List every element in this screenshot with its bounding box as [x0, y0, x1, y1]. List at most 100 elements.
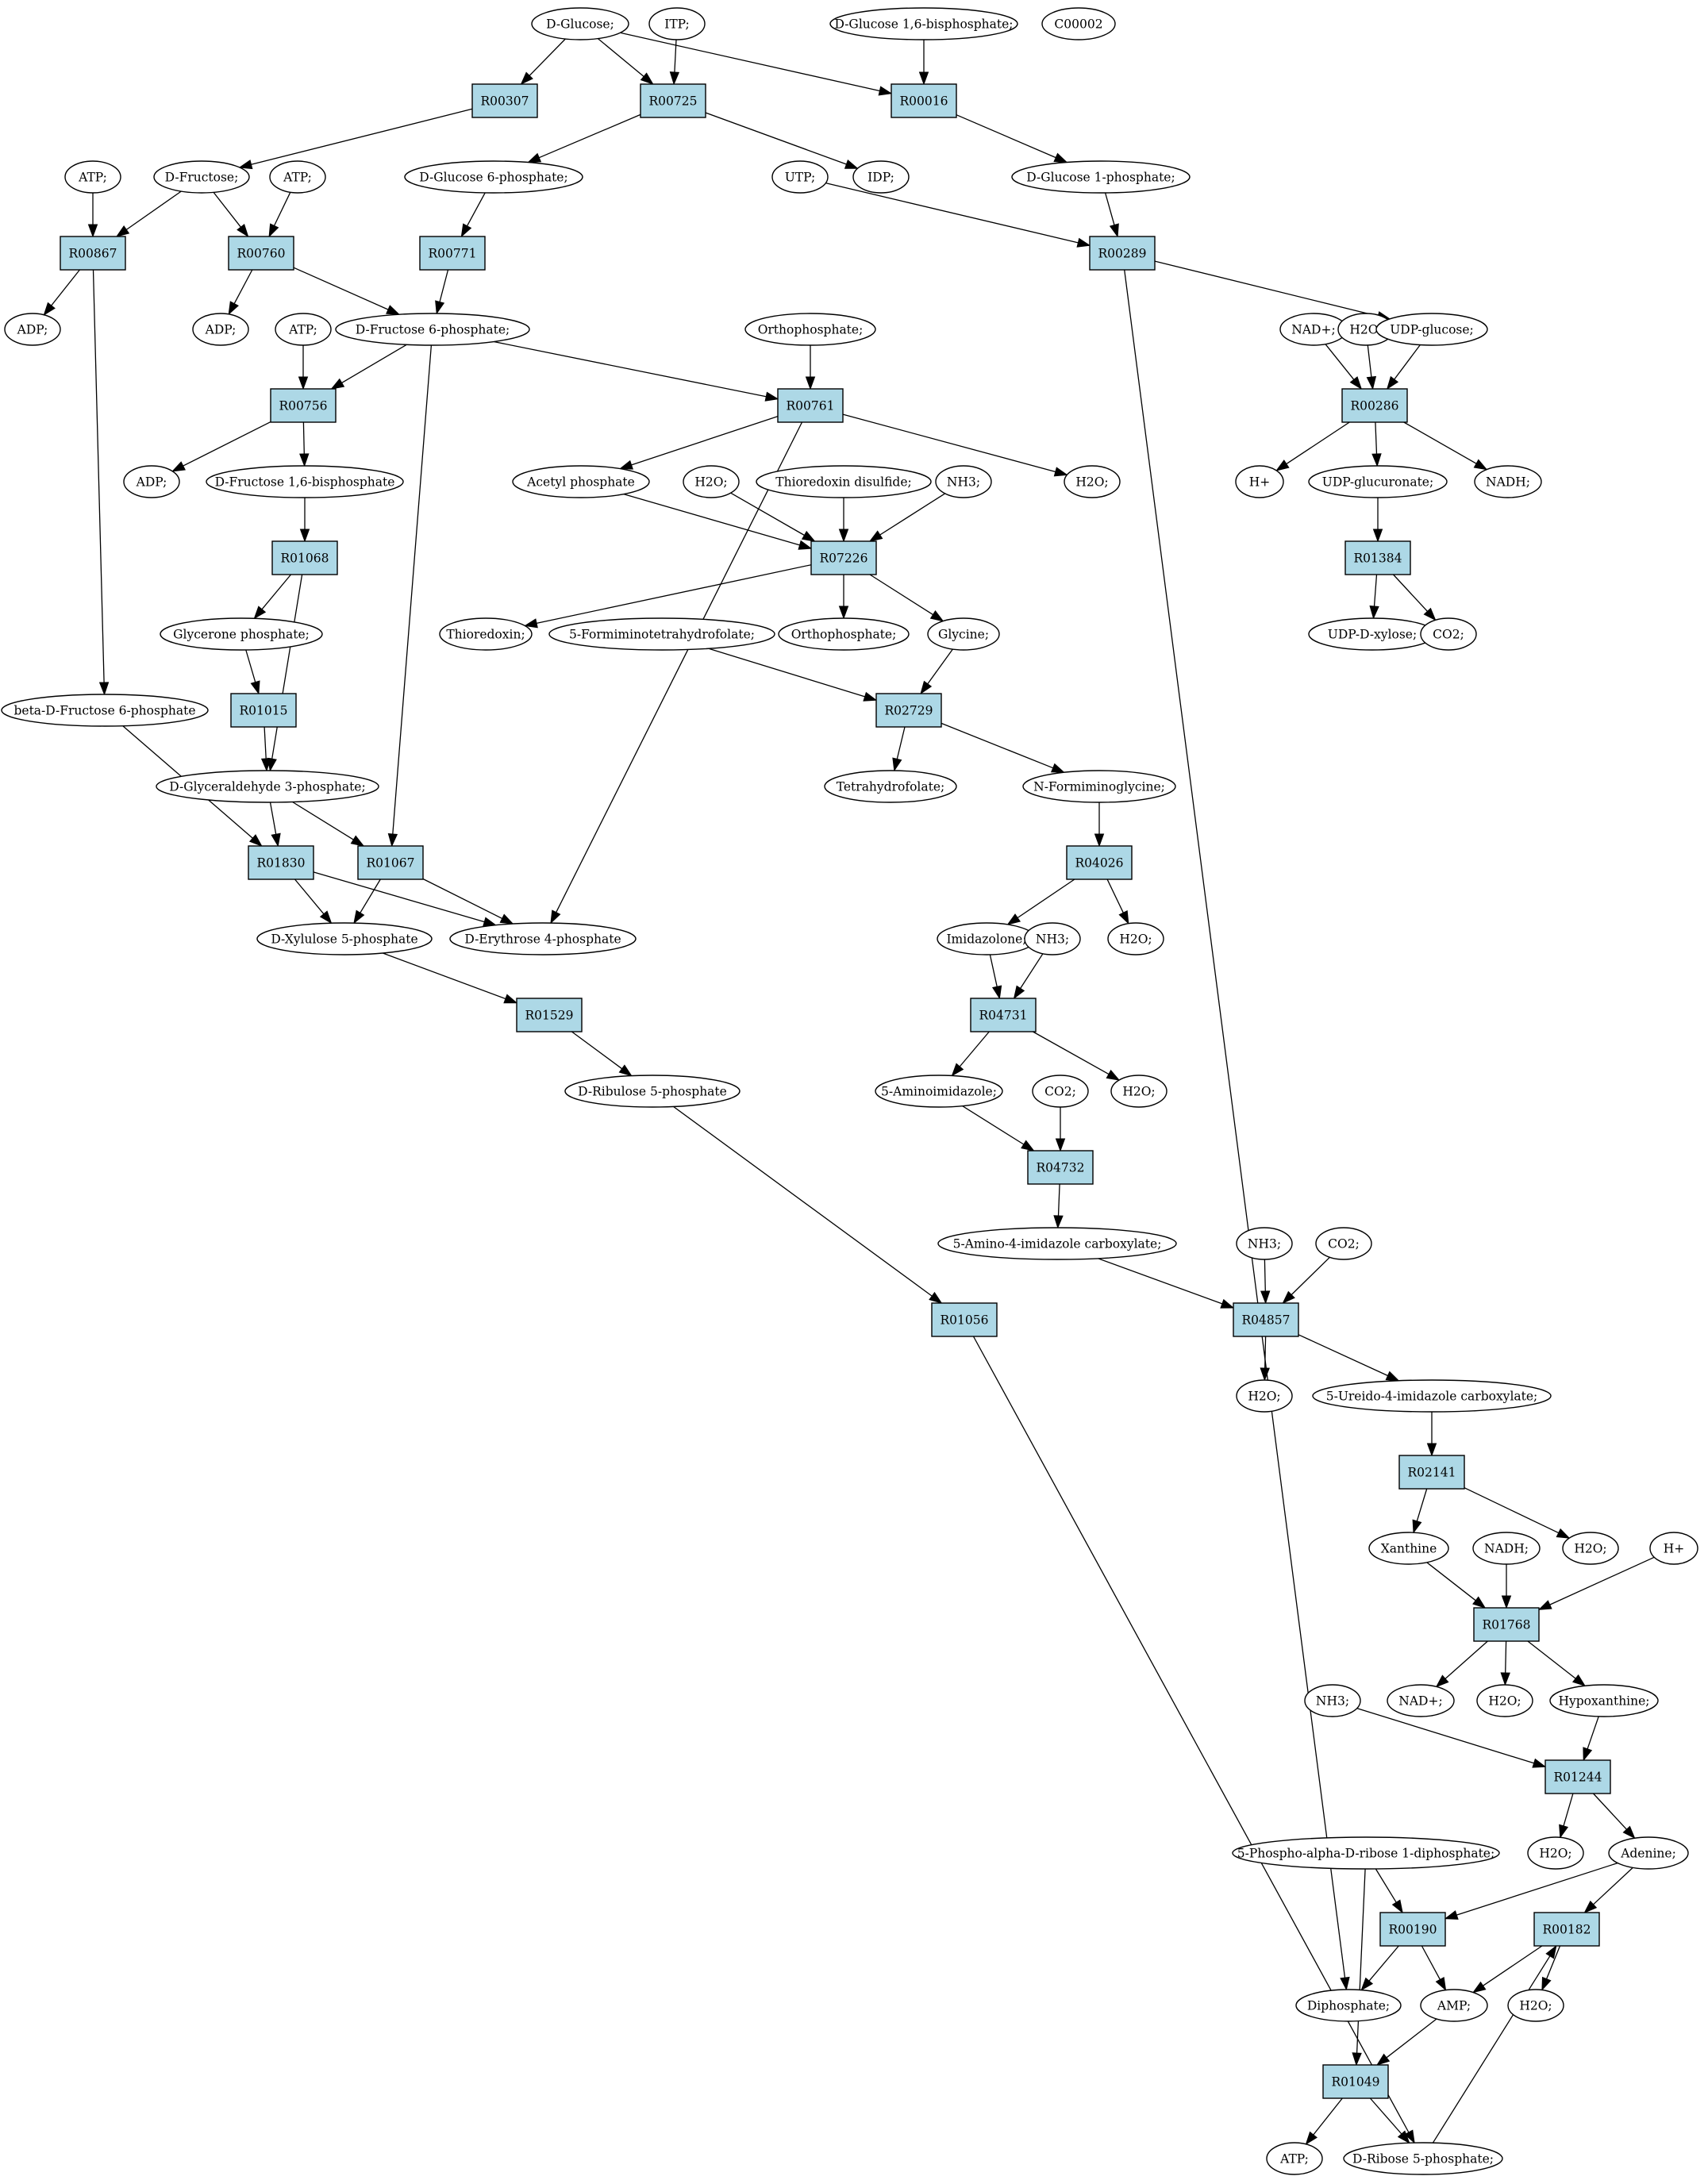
metabolite-node-utp[interactable]: UTP;	[771, 160, 829, 194]
reaction-node-r01049[interactable]: R01049	[1322, 2064, 1389, 2099]
metabolite-node-h2o9[interactable]: H2O;	[1527, 1836, 1584, 1870]
reaction-node-r00867[interactable]: R00867	[60, 236, 126, 271]
metabolite-node-trxss[interactable]: Thioredoxin disulfide;	[756, 465, 932, 498]
reaction-node-r00289[interactable]: R00289	[1089, 236, 1156, 271]
metabolite-node-amp[interactable]: AMP;	[1420, 1989, 1488, 2022]
metabolite-node-atp2[interactable]: ATP;	[269, 160, 326, 194]
reaction-node-r01830[interactable]: R01830	[248, 845, 314, 880]
metabolite-node-adp3[interactable]: ADP;	[123, 465, 180, 498]
reaction-node-r04026[interactable]: R04026	[1066, 845, 1133, 880]
reaction-node-r00725[interactable]: R00725	[640, 83, 706, 118]
metabolite-node-nad2[interactable]: NAD+;	[1387, 1684, 1455, 1717]
metabolite-node-udpglc-a[interactable]: UDP-glucuronate;	[1308, 465, 1448, 498]
metabolite-node-bf6p[interactable]: beta-D-Fructose 6-phosphate	[1, 694, 209, 727]
metabolite-node-udpxyl[interactable]: UDP-D-xylose;	[1308, 617, 1437, 651]
metabolite-node-atp4[interactable]: ATP;	[1266, 2142, 1323, 2175]
reaction-node-r00286[interactable]: R00286	[1341, 388, 1408, 423]
reaction-node-r00190[interactable]: R00190	[1379, 1912, 1446, 1947]
metabolite-node-acetylp[interactable]: Acetyl phosphate	[512, 465, 650, 498]
metabolite-node-fructose[interactable]: D-Fructose;	[153, 160, 250, 194]
metabolite-node-nh3-2[interactable]: NH3;	[1024, 922, 1081, 955]
metabolite-node-hplus1[interactable]: H+	[1235, 465, 1284, 498]
metabolite-node-adenine[interactable]: Adenine;	[1608, 1836, 1689, 1870]
reaction-node-r01384[interactable]: R01384	[1344, 540, 1411, 575]
metabolite-node-ru5p[interactable]: D-Ribulose 5-phosphate	[564, 1075, 741, 1108]
reaction-node-r07226[interactable]: R07226	[810, 540, 877, 575]
reaction-node-r00756[interactable]: R00756	[270, 388, 337, 423]
reaction-node-r02141[interactable]: R02141	[1398, 1455, 1465, 1490]
metabolite-node-xanthine[interactable]: Xanthine	[1368, 1532, 1449, 1565]
metabolite-node-hypox[interactable]: Hypoxanthine;	[1549, 1684, 1659, 1717]
reaction-node-r01015[interactable]: R01015	[230, 693, 297, 728]
reaction-node-r00016[interactable]: R00016	[891, 83, 957, 118]
metabolite-node-g16bp[interactable]: D-Glucose 1,6-bisphosphate;	[829, 7, 1018, 40]
metabolite-node-nadh1[interactable]: NADH;	[1474, 465, 1542, 498]
metabolite-node-nh3-3[interactable]: NH3;	[1236, 1227, 1293, 1260]
metabolite-node-g1p[interactable]: D-Glucose 1-phosphate;	[1011, 160, 1191, 194]
metabolite-node-uic[interactable]: 5-Ureido-4-imidazole carboxylate;	[1312, 1379, 1552, 1413]
reaction-node-r00771[interactable]: R00771	[419, 236, 486, 271]
metabolite-node-f6p[interactable]: D-Fructose 6-phosphate;	[335, 313, 530, 346]
metabolite-node-aic[interactable]: 5-Amino-4-imidazole carboxylate;	[937, 1227, 1177, 1260]
reaction-node-r04732[interactable]: R04732	[1027, 1150, 1094, 1185]
metabolite-node-diphos[interactable]: Diphosphate;	[1295, 1989, 1402, 2022]
metabolite-node-glucose[interactable]: D-Glucose;	[531, 7, 629, 40]
metabolite-node-fiminogly[interactable]: N-Formiminoglycine;	[1022, 770, 1176, 803]
metabolite-node-h2o2[interactable]: H2O;	[683, 465, 740, 498]
metabolite-node-thf[interactable]: Tetrahydrofolate;	[824, 770, 957, 803]
reaction-node-r01067[interactable]: R01067	[357, 845, 424, 880]
metabolite-node-nad[interactable]: NAD+;	[1279, 313, 1348, 346]
metabolite-node-atp1[interactable]: ATP;	[64, 160, 121, 194]
metabolite-node-nh3-1[interactable]: NH3;	[935, 465, 992, 498]
metabolite-node-h2o4[interactable]: H2O;	[1107, 922, 1164, 955]
metabolite-node-h2o1[interactable]: H2O;	[1337, 313, 1394, 346]
metabolite-node-co2-3[interactable]: CO2;	[1315, 1227, 1372, 1260]
metabolite-node-itp[interactable]: ITP;	[648, 7, 706, 40]
reaction-node-r04731[interactable]: R04731	[970, 998, 1037, 1032]
metabolite-node-h2o8[interactable]: H2O;	[1476, 1684, 1533, 1717]
metabolite-node-nadh2[interactable]: NADH;	[1472, 1532, 1541, 1565]
metabolite-node-h2o3[interactable]: H2O;	[1064, 465, 1121, 498]
metabolite-node-hplus2[interactable]: H+	[1649, 1532, 1698, 1565]
metabolite-node-e4p[interactable]: D-Erythrose 4-phosphate	[449, 922, 637, 955]
reaction-node-r01768[interactable]: R01768	[1473, 1607, 1540, 1642]
metabolite-node-xu5p[interactable]: D-Xylulose 5-phosphate	[256, 922, 433, 955]
reaction-node-r00182[interactable]: R00182	[1533, 1912, 1600, 1947]
edge-c-imidazolone-to-r-r04731	[989, 954, 1002, 1000]
metabolite-node-g6p[interactable]: D-Glucose 6-phosphate;	[404, 160, 583, 194]
metabolite-node-nh3-4[interactable]: NH3;	[1304, 1684, 1361, 1717]
metabolite-node-co2-2[interactable]: CO2;	[1032, 1075, 1089, 1108]
metabolite-node-h2o7[interactable]: H2O;	[1562, 1532, 1619, 1565]
reaction-node-r01068[interactable]: R01068	[271, 540, 338, 575]
reaction-node-r02729[interactable]: R02729	[875, 693, 942, 728]
metabolite-node-ortho1[interactable]: Orthophosphate;	[744, 313, 876, 346]
reaction-node-r00307[interactable]: R00307	[471, 83, 538, 118]
metabolite-node-h2o10[interactable]: H2O;	[1507, 1989, 1564, 2022]
metabolite-node-glycine[interactable]: Glycine;	[927, 617, 1000, 651]
reaction-node-r00761[interactable]: R00761	[777, 388, 844, 423]
metabolite-node-ortho2[interactable]: Orthophosphate;	[778, 617, 910, 651]
metabolite-node-aminoimid[interactable]: 5-Aminoimidazole;	[875, 1075, 1003, 1108]
reaction-node-r01529[interactable]: R01529	[516, 998, 583, 1032]
metabolite-node-glyceronep[interactable]: Glycerone phosphate;	[160, 617, 323, 651]
metabolite-node-atp3[interactable]: ATP;	[275, 313, 332, 346]
metabolite-node-prpp[interactable]: 5-Phospho-alpha-D-ribose 1-diphosphate;	[1232, 1836, 1500, 1870]
metabolite-node-c00002[interactable]: C00002	[1041, 7, 1116, 40]
reaction-node-r01244[interactable]: R01244	[1545, 1759, 1611, 1794]
reaction-node-r01056[interactable]: R01056	[931, 1302, 998, 1337]
reaction-node-r04857[interactable]: R04857	[1233, 1302, 1299, 1337]
metabolite-node-r5p[interactable]: D-Ribose 5-phosphate;	[1343, 2142, 1503, 2175]
metabolite-node-adp1[interactable]: ADP;	[4, 313, 61, 346]
metabolite-node-h2o5[interactable]: H2O;	[1110, 1075, 1168, 1108]
metabolite-node-trx[interactable]: Thioredoxin;	[439, 617, 533, 651]
metabolite-node-fiminothf[interactable]: 5-Formiminotetrahydrofolate;	[548, 617, 775, 651]
metabolite-node-adp2[interactable]: ADP;	[192, 313, 249, 346]
reaction-node-r00760[interactable]: R00760	[228, 236, 294, 271]
metabolite-node-idp[interactable]: IDP;	[852, 160, 910, 194]
metabolite-node-gap[interactable]: D-Glyceraldehyde 3-phosphate;	[156, 770, 379, 803]
metabolite-node-f16bp[interactable]: D-Fructose 1,6-bisphosphate	[206, 465, 404, 498]
metabolite-node-imidazolone[interactable]: Imidazolone;	[937, 922, 1037, 955]
metabolite-node-h2o6[interactable]: H2O;	[1236, 1379, 1293, 1413]
metabolite-node-co2-1[interactable]: CO2;	[1420, 617, 1477, 651]
metabolite-node-udpglc[interactable]: UDP-glucose;	[1375, 313, 1488, 346]
